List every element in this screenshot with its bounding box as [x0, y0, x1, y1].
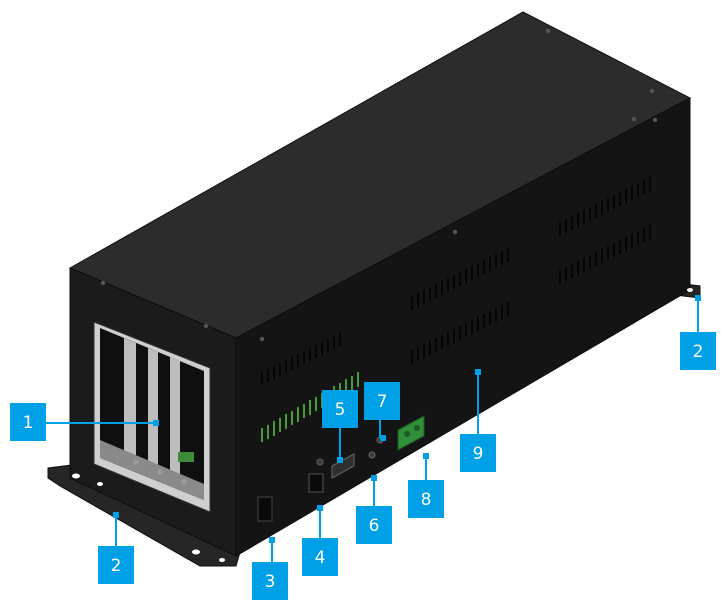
dc-power-jack	[308, 473, 324, 493]
power-switch	[257, 496, 273, 522]
svg-text:6: 6	[369, 516, 380, 536]
svg-text:2: 2	[111, 556, 122, 576]
callout-label-1: 1	[10, 403, 46, 441]
svg-text:4: 4	[315, 548, 326, 568]
top-screws	[100, 28, 658, 342]
chassis	[47, 11, 701, 567]
callout-label-2-right: 2	[680, 332, 716, 370]
callout-label-8: 8	[408, 480, 444, 518]
callout-endpoints	[113, 295, 701, 543]
callout-label-7: 7	[364, 382, 400, 420]
svg-text:1: 1	[23, 413, 34, 433]
expansion-slot-bay	[93, 321, 211, 513]
svg-text:9: 9	[473, 444, 484, 464]
callout-label-2-left: 2	[98, 546, 134, 584]
terminal-block	[397, 415, 425, 451]
led-indicator	[316, 458, 324, 466]
led-indicator	[368, 451, 376, 459]
callout-label-9: 9	[460, 434, 496, 472]
callout-label-5: 5	[322, 390, 358, 428]
svg-text:8: 8	[421, 490, 432, 510]
callout-label-6: 6	[356, 506, 392, 544]
callout-label-3: 3	[252, 562, 288, 600]
callouts	[46, 298, 699, 562]
svg-text:2: 2	[693, 342, 704, 362]
svg-text:3: 3	[265, 572, 276, 592]
callout-label-4: 4	[302, 538, 338, 576]
serial-port	[331, 453, 355, 479]
svg-text:7: 7	[377, 392, 388, 412]
flange-holes	[72, 288, 693, 562]
side-vents	[261, 177, 651, 385]
svg-text:5: 5	[335, 400, 346, 420]
